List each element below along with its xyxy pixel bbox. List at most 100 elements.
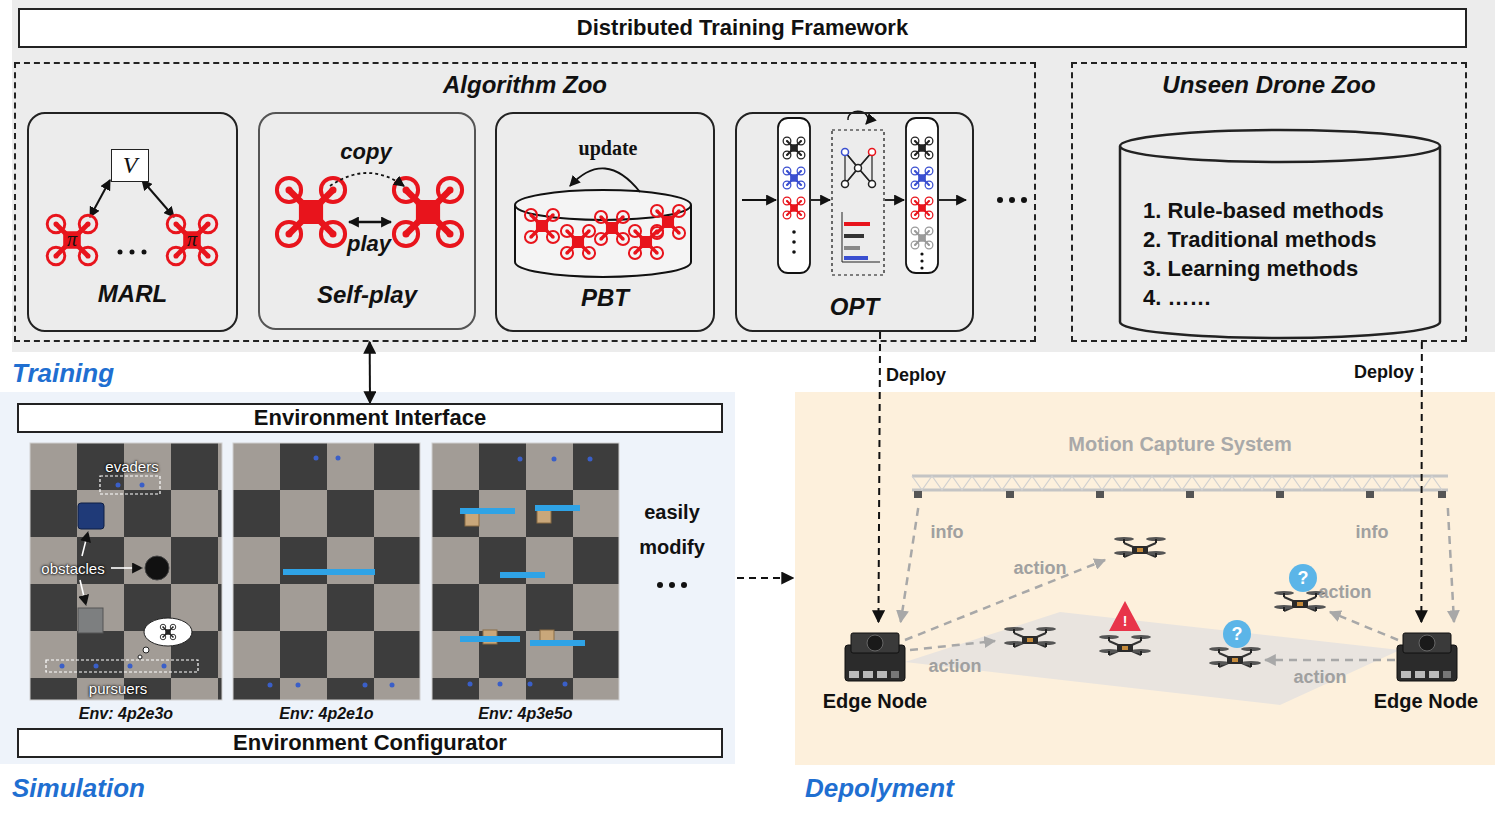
illustration-shape (438, 178, 462, 202)
illustration-shape (285, 186, 292, 193)
illustration-shape (1140, 651, 1142, 655)
illustration-shape (1283, 607, 1285, 611)
arrow-label: update (579, 137, 638, 160)
illustration-shape (842, 212, 843, 262)
illustration-shape (314, 456, 319, 461)
illustration-shape (595, 211, 607, 223)
illustration-shape (402, 186, 409, 193)
illustration-shape (162, 636, 164, 638)
illustration-shape (526, 584, 573, 631)
illustration-shape (374, 631, 420, 678)
illustration-shape (906, 118, 938, 273)
illustration-shape (914, 200, 916, 202)
illustration-shape (877, 671, 887, 678)
node-text: Env: 4p2e3o (79, 705, 173, 723)
illustration-shape (0, 0, 1495, 765)
illustration-shape (205, 221, 210, 226)
illustration-shape (329, 230, 336, 237)
illustration-shape (160, 634, 166, 640)
illustration-shape (811, 199, 830, 201)
illustration-shape (588, 457, 593, 462)
illustration-shape (621, 237, 625, 241)
connector (901, 508, 919, 622)
illustration-shape (1013, 629, 1015, 633)
drone-icon (783, 197, 805, 219)
illustration-shape (790, 174, 798, 182)
illustration-shape (233, 490, 280, 537)
node-text: V (123, 152, 138, 179)
illustration-shape (218, 537, 222, 584)
illustration-shape (173, 253, 178, 258)
illustration-shape (573, 631, 619, 678)
illustration-shape (529, 235, 533, 239)
illustration-shape (914, 244, 916, 246)
illustration-shape (79, 247, 97, 265)
illustration-shape (1137, 548, 1143, 552)
illustration-shape (100, 476, 160, 494)
illustration-shape (855, 165, 862, 172)
illustration-shape (800, 214, 802, 216)
illustration-shape (797, 211, 805, 219)
illustration-shape (30, 490, 77, 537)
question-mark: ? (1232, 624, 1243, 645)
illustration-shape (1096, 491, 1104, 498)
node-text: 3. Learning methods (1143, 254, 1358, 283)
illustration-shape (432, 584, 479, 631)
illustration-shape (199, 247, 217, 265)
illustration-shape (1045, 629, 1047, 633)
group-box: Algorithm ZooMARLVSelf-playPBTOPT (14, 62, 1036, 342)
illustration-shape (573, 490, 619, 537)
illustration-shape (863, 671, 873, 678)
illustration-shape (928, 230, 930, 232)
illustration-shape (783, 137, 791, 145)
interface-bar: Environment Interface (17, 403, 723, 433)
population-disk (515, 190, 691, 277)
illustration-shape (518, 457, 523, 462)
illustration-shape (394, 222, 418, 246)
illustration-shape (662, 216, 674, 228)
arena-photo (233, 443, 420, 700)
illustration-shape (587, 251, 591, 255)
motion-capture: Motion Capture System (905, 430, 1455, 508)
illustration-shape (1155, 539, 1157, 543)
illustration-shape (891, 671, 899, 678)
arena-photo (30, 443, 222, 700)
illustration-shape (911, 227, 919, 235)
illustration-shape (142, 180, 174, 217)
illustration-shape (778, 118, 810, 273)
edge-label: info (1356, 522, 1389, 543)
illustration-shape (1366, 491, 1374, 498)
illustration-shape (783, 151, 791, 159)
arrow-label: action (1293, 667, 1346, 688)
illustration-shape (77, 631, 124, 678)
illustration-shape (171, 678, 218, 700)
illustration-shape (47, 247, 65, 265)
illustration-shape (845, 152, 872, 184)
illustration-shape (1218, 649, 1220, 653)
illustration-shape (651, 205, 663, 217)
illustration-shape (911, 197, 919, 205)
illustration-shape (526, 490, 573, 537)
illustration-shape (939, 199, 966, 201)
illustration-shape (172, 626, 174, 628)
illustration-shape (570, 168, 640, 192)
illustration-shape (199, 215, 217, 233)
illustration-shape (914, 140, 916, 142)
illustration-shape (128, 664, 133, 669)
illustration-shape (327, 490, 374, 537)
section-title: Depolyment (805, 773, 954, 804)
illustration-shape (795, 392, 1495, 765)
illustration-shape (1415, 671, 1425, 678)
illustration-shape (573, 678, 619, 700)
node-text: 2. Traditional methods (1143, 225, 1376, 254)
illustration-shape (547, 209, 559, 221)
illustration-shape (844, 234, 864, 238)
illustration-shape (783, 181, 791, 189)
value-box: V (111, 149, 150, 182)
illustration-shape (928, 200, 930, 202)
illustration-shape (349, 221, 391, 224)
illustration-shape (925, 137, 933, 145)
edge-device (845, 633, 905, 681)
illustration-shape (327, 631, 374, 678)
illustration-shape (551, 213, 555, 217)
